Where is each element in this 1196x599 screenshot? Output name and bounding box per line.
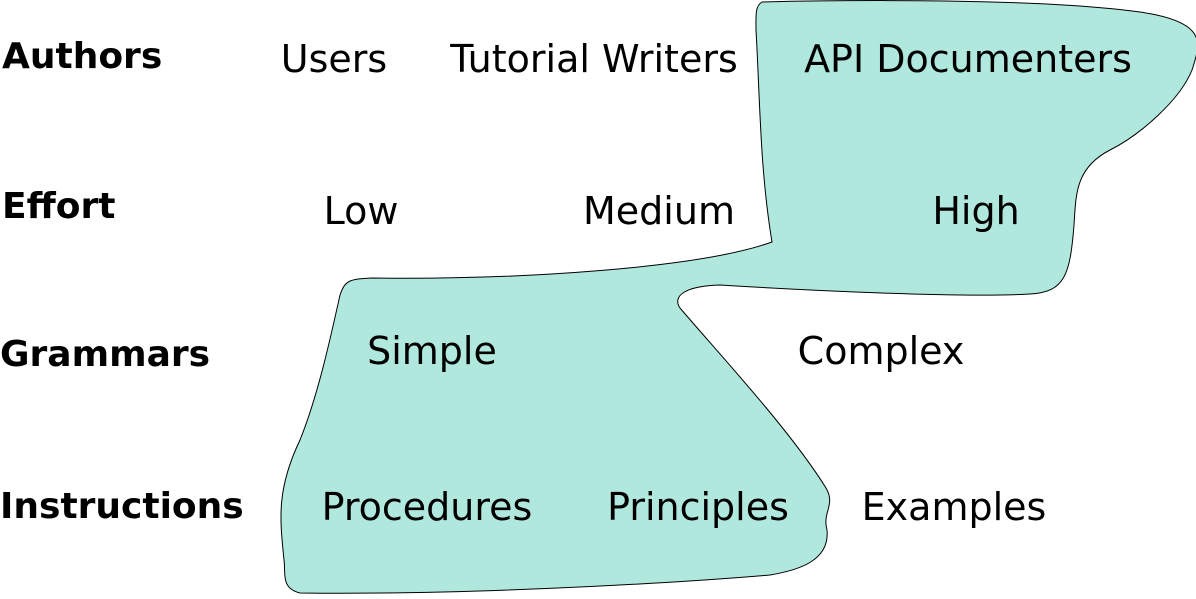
cell-principles: Principles (607, 485, 789, 529)
row-label-instructions: Instructions (0, 486, 244, 527)
cell-tutorial-writers: Tutorial Writers (449, 37, 738, 81)
cell-examples: Examples (862, 485, 1047, 529)
cell-api-documenters: API Documenters (804, 37, 1132, 81)
cell-simple: Simple (367, 329, 497, 373)
highlight-region (280, 0, 1196, 594)
cell-high: High (932, 189, 1019, 233)
cell-medium: Medium (583, 189, 735, 233)
cell-users: Users (281, 37, 387, 81)
row-label-effort: Effort (2, 186, 115, 227)
cell-low: Low (324, 189, 399, 233)
cell-complex: Complex (798, 329, 965, 373)
cell-procedures: Procedures (322, 485, 533, 529)
row-label-authors: Authors (2, 36, 162, 77)
row-label-grammars: Grammars (0, 334, 210, 375)
